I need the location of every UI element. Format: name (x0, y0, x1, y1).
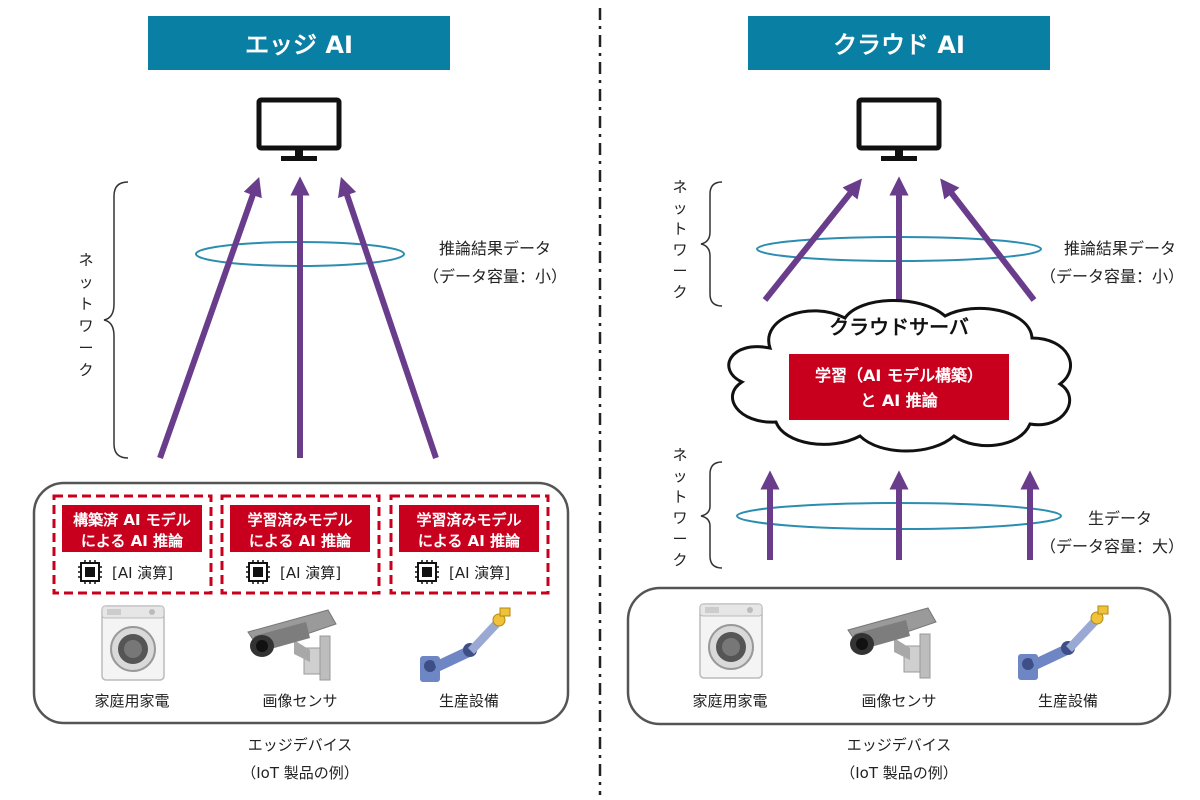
cloud-raw-label-line2: （データ容量：大） (1040, 537, 1184, 556)
washing-machine-icon (101, 605, 165, 681)
cloud-device-frame (626, 586, 1172, 726)
edge-ai-header-label: エッジ AI (245, 31, 353, 59)
edge-device-box-3: 学習済みモデル による AI 推論 [AI 演算] (389, 494, 550, 595)
edge-device-label-sensor: 画像センサ (262, 692, 337, 710)
cloud-upper-arrow-right (940, 178, 1037, 302)
cloud-lower-network-label: ネットワーク (672, 446, 687, 569)
robot-arm-icon (419, 607, 511, 683)
edge-device-box-2: 学習済みモデル による AI 推論 [AI 演算] (220, 494, 381, 595)
cloud-monitor-icon (859, 100, 939, 161)
security-camera-icon (847, 607, 937, 679)
robot-arm-icon (1017, 605, 1109, 681)
cloud-raw-label-line1: 生データ (1088, 509, 1152, 528)
edge-inference-line2-1: による AI 推論 (81, 532, 184, 550)
edge-inference-line1-2: 学習済みモデル (247, 511, 352, 529)
cloud-training-box (789, 354, 1009, 420)
edge-monitor-icon (259, 100, 339, 161)
cloud-device-label-equipment: 生産設備 (1038, 692, 1098, 710)
edge-inference-box-3 (399, 505, 539, 552)
cloud-training-line1: 学習（AI モデル構築） (815, 366, 983, 385)
edge-data-label-line1: 推論結果データ (439, 239, 551, 258)
cloud-device-label-appliance: 家庭用家電 (692, 692, 767, 710)
edge-arrow-left (157, 176, 262, 459)
cloud-lower-network-brace (700, 461, 723, 569)
cloud-upper-arrow-left (762, 178, 862, 302)
cloud-device-label-sensor: 画像センサ (861, 692, 936, 710)
ai-compute-label-1: [AI 演算] (112, 564, 173, 582)
edge-inference-line2-3: による AI 推論 (418, 532, 521, 550)
cloud-caption-line2: （IoT 製品の例） (840, 764, 958, 782)
edge-arrow-right (337, 176, 439, 459)
ai-compute-label-2: [AI 演算] (280, 564, 341, 582)
edge-caption-line1: エッジデバイス (248, 736, 353, 754)
washing-machine-icon (699, 603, 763, 679)
edge-device-frame (32, 481, 570, 725)
edge-device-label-appliance: 家庭用家電 (94, 692, 169, 710)
cloud-upper-network-label: ネットワーク (672, 178, 687, 301)
svg-text:ネットワーク: ネットワーク (78, 251, 93, 379)
chip-icon (414, 559, 440, 585)
edge-device-label-equipment: 生産設備 (439, 692, 499, 710)
edge-caption-line2: （IoT 製品の例） (241, 764, 359, 782)
edge-inference-line2-2: による AI 推論 (249, 532, 352, 550)
edge-inference-box-2 (230, 505, 370, 552)
edge-ai-header (148, 16, 450, 70)
edge-inference-line1-3: 学習済みモデル (416, 511, 521, 529)
svg-text:ネットワーク: ネットワーク (672, 178, 687, 301)
cloud-ai-header-label: クラウド AI (833, 31, 965, 59)
edge-inference-box-1 (62, 505, 202, 552)
edge-network-label: ネットワーク (78, 251, 93, 379)
ai-compute-label-3: [AI 演算] (449, 564, 510, 582)
security-camera-icon (247, 609, 337, 681)
cloud-upper-network-brace (700, 181, 723, 307)
edge-inference-line1-1: 構築済 AI モデル (73, 511, 191, 529)
chip-icon (245, 559, 271, 585)
edge-network-brace (103, 181, 129, 459)
chip-icon (77, 559, 103, 585)
cloud-training-line2: と AI 推論 (860, 391, 938, 410)
cloud-ai-header (748, 16, 1050, 70)
edge-device-box-1: 構築済 AI モデル による AI 推論 [AI 演算] (52, 494, 213, 595)
cloud-server-title: クラウドサーバ (829, 315, 969, 339)
cloud-caption-line1: エッジデバイス (847, 736, 952, 754)
svg-text:ネットワーク: ネットワーク (672, 446, 687, 569)
cloud-result-label-line2: （データ容量：小） (1040, 267, 1184, 286)
edge-data-label-line2: （データ容量：小） (423, 267, 567, 286)
cloud-result-label-line1: 推論結果データ (1064, 239, 1176, 258)
